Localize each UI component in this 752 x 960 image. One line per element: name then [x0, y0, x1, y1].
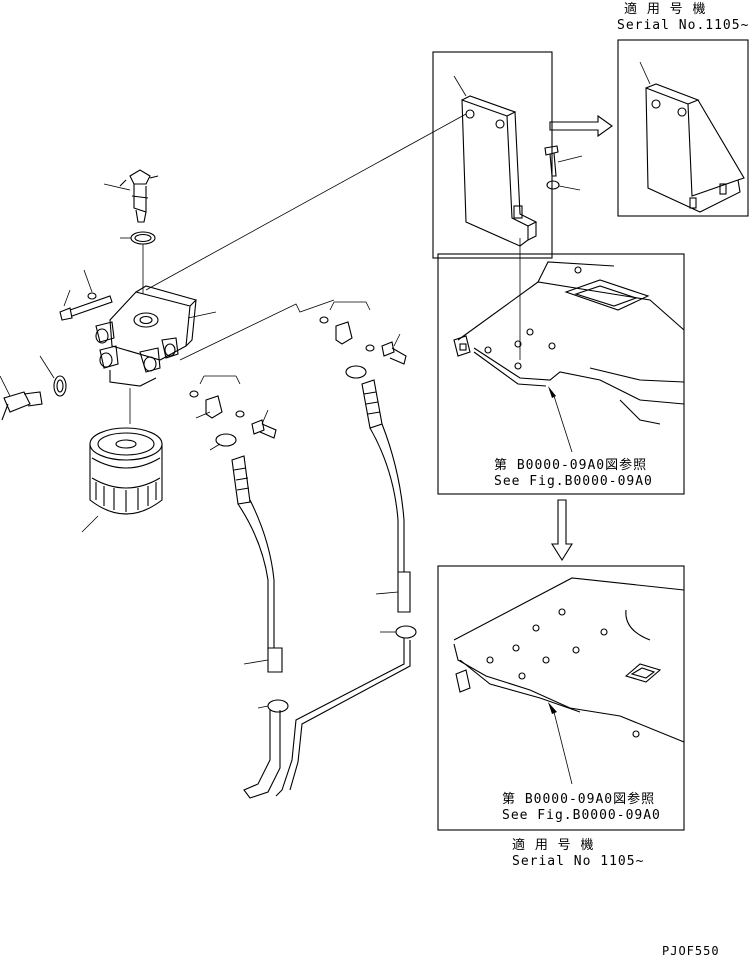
bracket-detail-box-new [617, 39, 749, 217]
bracket-detail-box [432, 51, 583, 259]
top-serial-label-jp: 適 用 号 機 [624, 2, 707, 17]
reference-note-1-en: See Fig.B0000-09A0 [494, 474, 653, 489]
top-serial-label-en: Serial No.1105~ [617, 18, 750, 33]
drawing-code: PJOF550 [662, 944, 720, 958]
frame-detail-box-2 [437, 565, 685, 831]
leader-lines [145, 113, 521, 361]
filter-head-assembly [0, 169, 217, 424]
bottom-serial-label-jp: 適 用 号 機 [512, 838, 595, 853]
reference-note-1-jp: 第 B0000-09A0図参照 [494, 458, 648, 473]
reference-note-2-en: See Fig.B0000-09A0 [502, 808, 661, 823]
left-hose-assembly [189, 375, 289, 799]
bottom-serial-label-en: Serial No 1105~ [512, 854, 645, 869]
frame-detail-box-1 [437, 253, 685, 495]
reference-note-2-jp: 第 B0000-09A0図参照 [502, 792, 656, 807]
filter-cartridge [81, 427, 163, 533]
right-hose-assembly [275, 301, 417, 797]
down-arrow [551, 499, 573, 562]
change-arrow [549, 114, 613, 138]
